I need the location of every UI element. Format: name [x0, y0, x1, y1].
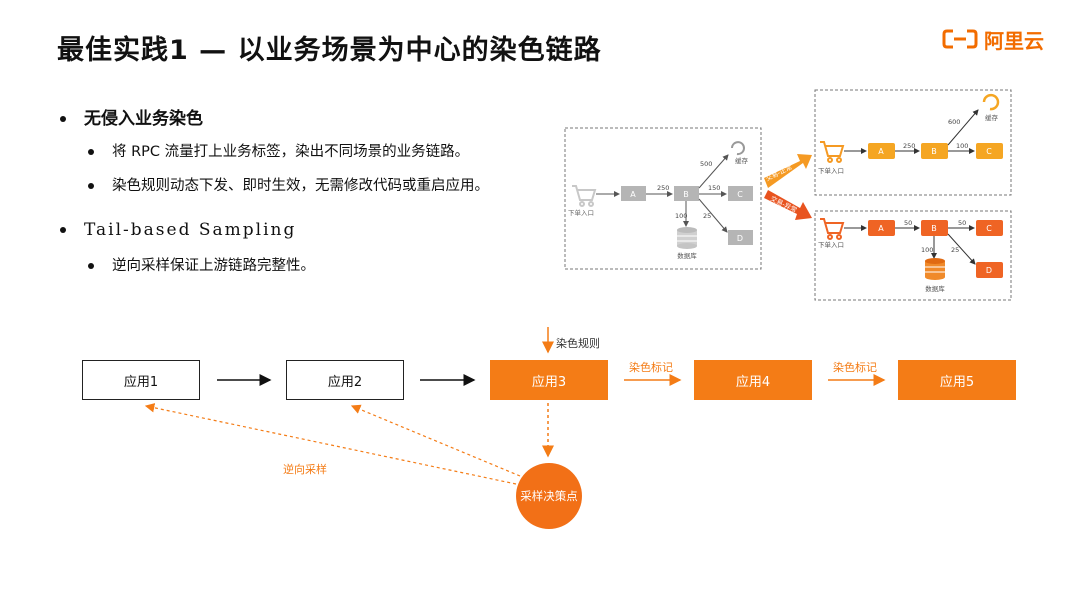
edge-b-d-label: 25 — [703, 212, 711, 220]
edge-b-c-label: 150 — [708, 184, 720, 192]
top-right-cache-label: 缓存 — [985, 113, 999, 122]
top-right-node-b — [921, 143, 948, 159]
aliyun-logo-icon — [942, 29, 978, 49]
page-title: 最佳实践1 — 以业务场景为中心的染色链路 — [57, 35, 602, 66]
bottom-right-trace-diagram: 下单入口 A 50 B 50 C 100 数据库 25 D — [814, 210, 1012, 301]
arrow-abnormal-label: 交易-异常 — [769, 194, 798, 215]
bottom-right-node-c — [976, 220, 1003, 236]
top-right-node-c-label: C — [986, 147, 992, 156]
top-right-edge-a-b-label: 250 — [903, 142, 915, 150]
arrow-decision-app2 — [350, 404, 521, 477]
bottom-right-entry-label: 下单入口 — [818, 240, 844, 249]
bottom-right-db-label: 数据库 — [925, 284, 945, 293]
reverse-sampling-label: 逆向采样 — [283, 463, 327, 476]
bottom-right-node-b — [921, 220, 948, 236]
bottom-right-edge-b-db-label: 100 — [921, 246, 933, 254]
bottom-right-edge-b-c-label: 50 — [958, 219, 966, 227]
bottom-right-node-d-label: D — [986, 266, 992, 275]
bottom-right-node-c-label: C — [986, 224, 992, 233]
top-right-entry-label: 下单入口 — [818, 166, 844, 175]
left-cache-label: 缓存 — [735, 156, 749, 165]
app-1-node: 应用1 — [82, 360, 200, 400]
top-right-node-a-label: A — [878, 147, 884, 156]
top-right-edge-b-c-label: 100 — [956, 142, 968, 150]
left-node-d — [728, 230, 753, 245]
edge-b-cache-label: 500 — [700, 160, 712, 168]
top-right-diagram-frame — [814, 89, 1012, 196]
bullet-dot — [60, 116, 66, 122]
cache-icon-orange — [982, 93, 1000, 111]
left-trace-diagram: 下单入口 A 250 B 500 缓存 150 C 100 数据库 25 D — [564, 127, 762, 270]
left-entry-label: 下单入口 — [568, 208, 594, 217]
cart-icon — [572, 185, 597, 207]
edge-b-db-label: 100 — [675, 212, 687, 220]
app-2-node: 应用2 — [286, 360, 404, 400]
sub-bullet-reverse: 逆向采样保证上游链路完整性。 — [88, 254, 315, 275]
cart-icon-red — [820, 218, 845, 240]
left-node-b-label: B — [683, 190, 689, 199]
app-3-node: 应用3 — [490, 360, 608, 400]
edge-b-cache — [947, 109, 979, 146]
top-right-node-a — [868, 143, 895, 159]
app-5-node: 应用5 — [898, 360, 1016, 400]
bullet-dot — [88, 263, 94, 269]
left-node-c-label: C — [737, 190, 743, 199]
edge-a-b-label: 250 — [657, 184, 669, 192]
edge-b-cache — [698, 154, 729, 189]
bottom-right-edge-a-b-label: 50 — [904, 219, 912, 227]
bullet-text: Tail-based Sampling — [84, 220, 297, 240]
left-db-label: 数据库 — [677, 251, 697, 260]
bullet-tail-sampling: Tail-based Sampling — [60, 220, 296, 240]
bottom-right-node-b-label: B — [931, 224, 937, 233]
bullet-text: 逆向采样保证上游链路完整性。 — [112, 258, 315, 274]
logo-text: 阿里云 — [984, 28, 1044, 53]
edge-b-d — [698, 198, 728, 233]
trace-illustration: 下单入口 A 250 B 500 缓存 150 C 100 数据库 25 D — [564, 89, 1012, 301]
arrow-normal: 交易-正常 — [764, 154, 812, 188]
sub-bullet-rules: 染色规则动态下发、即时生效，无需修改代码或重启应用。 — [88, 174, 489, 195]
cache-icon — [731, 141, 745, 156]
database-icon — [677, 227, 697, 249]
left-node-a-label: A — [630, 190, 636, 199]
cart-icon-orange — [820, 141, 845, 163]
bullet-dot — [88, 149, 94, 155]
top-right-node-b-label: B — [931, 147, 937, 156]
bottom-right-node-a-label: A — [878, 224, 884, 233]
arrow-abnormal: 交易-异常 — [764, 190, 812, 220]
left-diagram-frame — [564, 127, 762, 270]
bottom-right-node-a — [868, 220, 895, 236]
sub-bullet-rpc: 将 RPC 流量打上业务标签，染出不同场景的业务链路。 — [88, 140, 469, 161]
bottom-right-edge-b-d-label: 25 — [951, 246, 959, 254]
bullet-text: 将 RPC 流量打上业务标签，染出不同场景的业务链路。 — [112, 144, 470, 160]
left-node-c — [728, 186, 753, 201]
left-node-b — [674, 186, 699, 201]
bottom-right-node-d — [976, 262, 1003, 278]
database-icon-orange — [925, 258, 945, 280]
bottom-right-diagram-frame — [814, 210, 1012, 301]
edge-b-d — [947, 233, 976, 265]
bullet-text: 无侵入业务染色 — [84, 109, 203, 129]
top-right-trace-diagram: 下单入口 A 250 B 600 缓存 100 C — [814, 89, 1012, 196]
left-node-d-label: D — [737, 234, 743, 243]
dye-tag-label-1: 染色标记 — [629, 361, 673, 374]
left-node-a — [621, 186, 646, 201]
top-right-edge-b-cache-label: 600 — [948, 118, 960, 126]
top-right-node-c — [976, 143, 1003, 159]
bullet-dot — [60, 227, 66, 233]
sampling-decision-node: 采样决策点 — [516, 463, 582, 529]
bullet-no-intrusion: 无侵入业务染色 — [60, 104, 203, 129]
bullet-text: 染色规则动态下发、即时生效，无需修改代码或重启应用。 — [112, 178, 489, 194]
dye-tag-label-2: 染色标记 — [833, 361, 877, 374]
aliyun-logo: 阿里云 — [942, 26, 1044, 53]
bullet-dot — [88, 183, 94, 189]
dye-rule-label: 染色规则 — [556, 337, 600, 350]
arrow-decision-app1 — [144, 403, 517, 485]
app-4-node: 应用4 — [694, 360, 812, 400]
